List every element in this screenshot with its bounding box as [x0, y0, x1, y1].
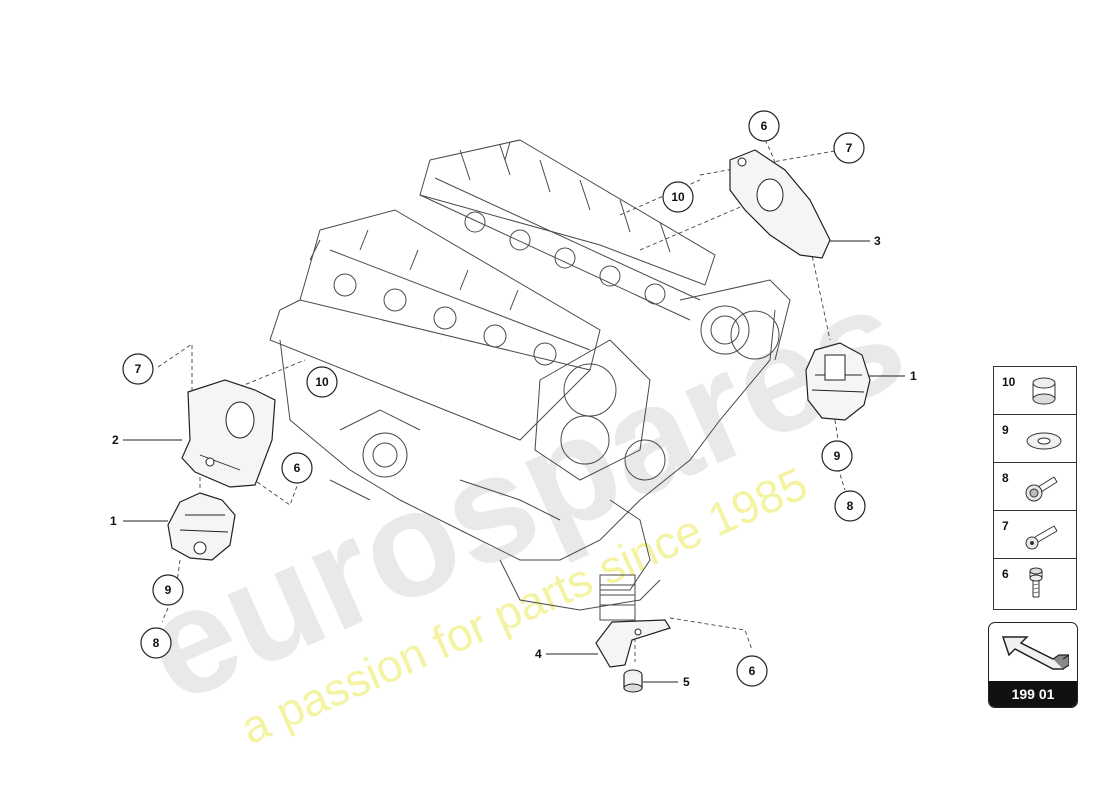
leader-lines [123, 240, 905, 683]
callout-circle [833, 132, 865, 164]
engine-mount-left [167, 492, 236, 561]
part-labels: 2 1 3 1 4 5 [110, 234, 917, 689]
washer-icon [1026, 432, 1062, 450]
callout-6: 6 [294, 461, 301, 475]
legend-number: 7 [1002, 519, 1009, 533]
label-5: 5 [683, 675, 690, 689]
callout-8: 8 [153, 636, 160, 650]
label-3: 3 [874, 234, 881, 248]
callout-9: 9 [834, 449, 841, 463]
callout-6: 6 [761, 119, 768, 133]
callout-bubbles [122, 110, 866, 687]
callout-9: 9 [165, 583, 172, 597]
flange-bolt-icon [1025, 476, 1058, 502]
label-4: 4 [535, 647, 542, 661]
callout-circle [140, 627, 172, 659]
bushing-lower [623, 669, 643, 693]
legend-number: 8 [1002, 471, 1009, 485]
socket-cap-screw-icon [1029, 567, 1043, 598]
legend-number: 6 [1002, 567, 1009, 581]
legend-row: 9 [994, 415, 1076, 463]
callout-circle [281, 452, 313, 484]
fastener-legend: 10 9 8 7 6 [993, 366, 1077, 610]
legend-number: 10 [1002, 375, 1016, 389]
callout-circle [821, 440, 853, 472]
callout-numbers: 7 10 6 9 8 6 7 10 9 8 6 [135, 119, 854, 678]
page-reference-button[interactable]: 199 01 [988, 622, 1078, 708]
legend-row: 6 [994, 559, 1076, 606]
label-2: 2 [112, 433, 119, 447]
engine-bracket-right [729, 149, 831, 259]
callout-circle [748, 110, 780, 142]
callout-6: 6 [749, 664, 756, 678]
engine-block-illustration [269, 139, 791, 621]
watermark: eurospares a passion for parts since 198… [120, 252, 927, 754]
callout-8: 8 [847, 499, 854, 513]
callout-circle [662, 181, 694, 213]
support-bracket-lower [595, 619, 671, 668]
legend-row: 7 [994, 511, 1076, 559]
callout-circle [306, 366, 338, 398]
hex-bolt-icon [1025, 525, 1058, 550]
callout-10: 10 [671, 190, 685, 204]
callout-circle [736, 655, 768, 687]
callout-circle [834, 490, 866, 522]
legend-number: 9 [1002, 423, 1009, 437]
legend-row: 8 [994, 463, 1076, 511]
label-1-right: 1 [910, 369, 917, 383]
reference-number: 199 01 [989, 681, 1077, 707]
label-1-left: 1 [110, 514, 117, 528]
direction-arrow-icon [1001, 636, 1069, 670]
callout-10: 10 [315, 375, 329, 389]
engine-mount-right [805, 342, 871, 421]
callout-7: 7 [135, 362, 142, 376]
callout-circle [152, 574, 184, 606]
engine-bracket-left [181, 379, 276, 488]
legend-row: 10 [994, 367, 1076, 415]
callout-circle [122, 353, 154, 385]
bushing-icon [1032, 377, 1056, 405]
callout-7: 7 [846, 141, 853, 155]
